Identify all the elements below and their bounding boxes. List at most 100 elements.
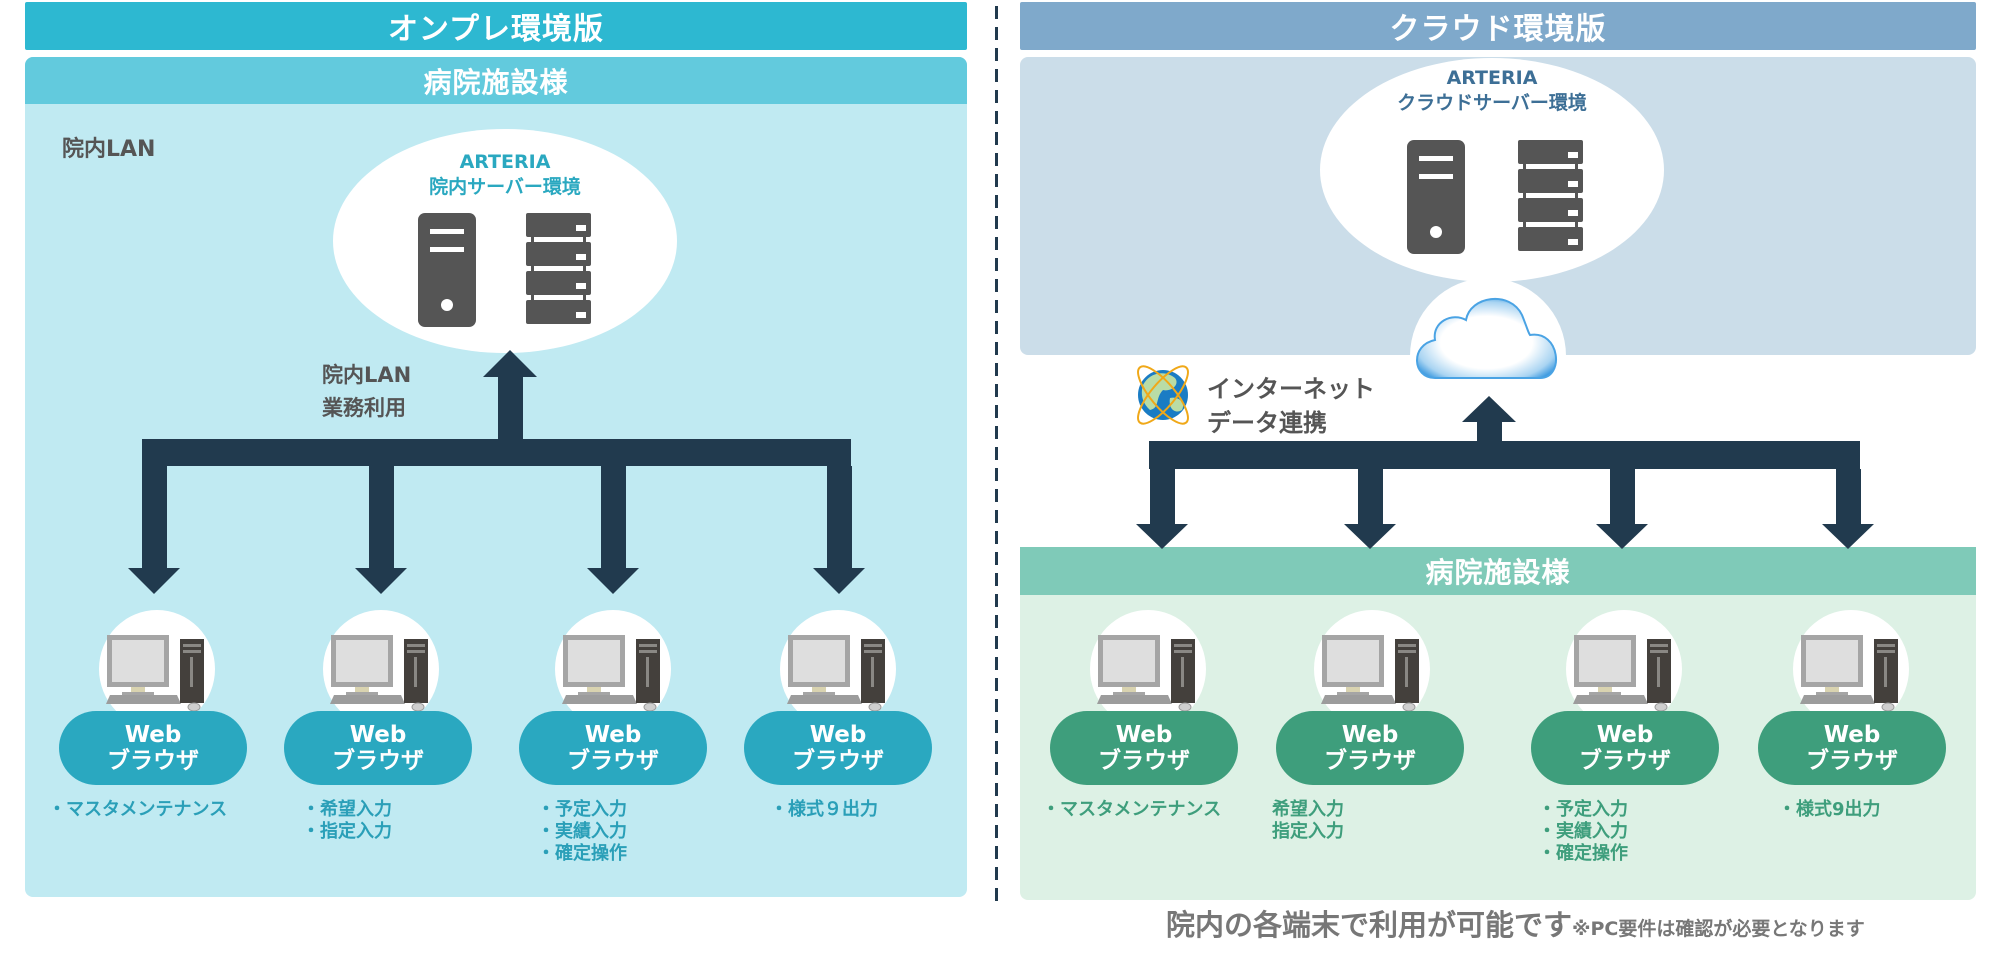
arrow-shaft-down (1150, 469, 1175, 524)
pc-monitor-stand (355, 687, 369, 693)
pc-tower-slot (190, 657, 193, 687)
rack-unit (526, 300, 591, 324)
rack-unit (526, 271, 591, 295)
pc-tower-slot (1405, 657, 1408, 687)
rack-gap (1520, 193, 1581, 198)
rack-led (576, 283, 586, 289)
arrow-head-up (483, 350, 537, 377)
cloud-server-env: クラウドサーバー環境 (1397, 92, 1587, 114)
onprem-task-list-4: ・様式９出力 (770, 799, 878, 821)
pc-tower-bay (639, 644, 657, 647)
onprem-lan-label: 院内LAN (62, 137, 156, 162)
onprem-task-list-1: ・マスタメンテナンス (48, 799, 227, 821)
pc-tower-bay (639, 650, 657, 653)
desktop-pc-icon (1314, 610, 1430, 728)
pc-monitor-base (1113, 692, 1145, 695)
pc-keyboard (1097, 695, 1172, 704)
rack-rail (531, 293, 534, 302)
task-item: 指定入力 (1272, 821, 1344, 842)
onprem-server-rack-icon (526, 213, 591, 324)
rack-rail (583, 293, 586, 302)
tower-drive-slot (430, 229, 464, 234)
web-browser-label-line: ブラウザ (107, 748, 199, 774)
pc-monitor-stand (1825, 687, 1839, 693)
tower-body (418, 213, 476, 327)
cloud-task-list-3: ・予定入力・実績入力・確定操作 (1538, 799, 1628, 865)
cloud-internet-arrows (1136, 396, 1874, 549)
web-browser-label-line: Web (584, 722, 642, 748)
globe-orbit (1137, 365, 1189, 425)
cloud-task-list-1: ・マスタメンテナンス (1042, 799, 1221, 821)
pc-keyboard (1573, 695, 1648, 704)
onprem-title: オンプレ環境版 (387, 12, 605, 47)
pc-monitor-screen (1327, 640, 1379, 682)
desktop-pc-icon (555, 610, 671, 728)
pc-monitor-screen (793, 640, 845, 682)
arrow-bar (142, 439, 851, 466)
rack-led (576, 312, 586, 318)
pc-monitor-base (1816, 692, 1848, 695)
web-browser-label-line: Web (1341, 722, 1399, 748)
cloud-server-name: ARTERIA (1446, 67, 1538, 89)
arrow-shaft-down (142, 466, 167, 568)
arrow-shaft-up (498, 377, 523, 439)
pc-tower-slot (1657, 657, 1660, 687)
onprem-server-tower-icon (418, 213, 476, 327)
footer-requirement-note: ※PC要件は確認が必要となります (1572, 918, 1865, 940)
web-browser-label-line: ブラウザ (567, 748, 659, 774)
pc-tower-bay (1877, 644, 1895, 647)
web-browser-label-line: Web (1115, 722, 1173, 748)
onprem-server-bubble (333, 129, 677, 353)
pc-monitor-screen (568, 640, 620, 682)
tower-drive-slot (1419, 174, 1453, 179)
web-browser-label-line: ブラウザ (1098, 748, 1190, 774)
pc-monitor-base (578, 692, 610, 695)
web-browser-label-line: ブラウザ (1324, 748, 1416, 774)
desktop-pc-icon (780, 610, 896, 728)
web-browser-label-line: Web (349, 722, 407, 748)
onprem-task-list-2: ・希望入力・指定入力 (302, 799, 392, 843)
pc-monitor-screen (1579, 640, 1631, 682)
arrow-head-down (355, 568, 407, 594)
pc-tower-slot (646, 657, 649, 687)
onprem-server-title: ARTERIA 院内サーバー環境 (375, 150, 635, 200)
task-item: ・希望入力 (302, 799, 392, 820)
pc-tower-slot (1181, 657, 1184, 687)
pc-monitor-screen (1806, 640, 1858, 682)
footer-note: 院内の各端末で利用が可能です※PC要件は確認が必要となります (1166, 902, 1865, 944)
arrow-shaft-down (827, 466, 852, 568)
rack-unit (1518, 140, 1583, 164)
rack-unit (1518, 227, 1583, 251)
rack-gap (528, 266, 589, 271)
rack-unit (1518, 169, 1583, 193)
pc-tower-bay (1650, 644, 1668, 647)
pc-keyboard (1800, 695, 1875, 704)
onprem-server-name: ARTERIA (459, 151, 551, 173)
globe-icon (1137, 365, 1189, 425)
cloud-facility-label: 病院施設様 (1425, 556, 1571, 589)
onprem-lan-arrows (128, 350, 865, 594)
rack-gap (1520, 222, 1581, 227)
arrow-head-up (1462, 396, 1516, 422)
arrow-head-down (1596, 524, 1648, 549)
web-browser-label-line: Web (124, 722, 182, 748)
task-item: ・実績入力 (537, 821, 627, 842)
arrow-shaft-down (1610, 469, 1635, 524)
rack-rail (1523, 191, 1526, 200)
onprem-connection-line-1: 院内LAN (322, 363, 412, 387)
cloud-connection-line-1: インターネット (1207, 375, 1375, 403)
task-item: ・マスタメンテナンス (48, 799, 228, 820)
rack-led (1568, 181, 1578, 187)
cloud-title-bar: クラウド環境版 (1020, 2, 1976, 50)
pc-tower-bay (1174, 644, 1192, 647)
pc-monitor-base (1337, 692, 1369, 695)
pc-monitor-screen (336, 640, 388, 682)
pc-tower-bay (864, 644, 882, 647)
